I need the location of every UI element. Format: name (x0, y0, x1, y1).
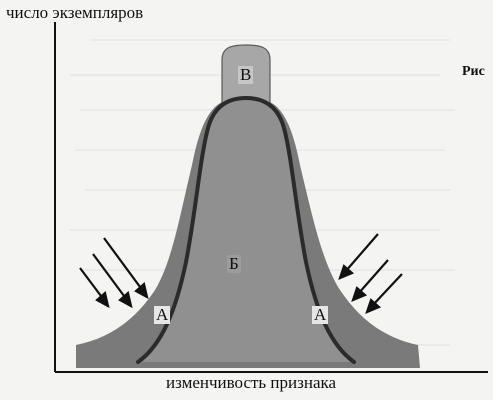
y-axis-label: число экземпляров (6, 3, 144, 22)
arrow-icon (92, 253, 128, 301)
zone-label-left-tail: А (154, 305, 171, 324)
inner-population-area (138, 98, 354, 362)
right-selection-arrows (338, 233, 403, 314)
arrow-icon (357, 259, 389, 295)
side-caption: Рис (462, 64, 485, 79)
zone-label-top: В (238, 65, 254, 84)
arrow-head-icon (365, 298, 382, 314)
arrow-icon (103, 237, 144, 292)
arrow-icon (371, 273, 403, 307)
arrow-head-icon (118, 290, 133, 309)
x-axis-label: изменчивость признака (166, 373, 337, 392)
arrow-head-icon (338, 264, 355, 280)
arrow-icon (79, 267, 105, 301)
arrow-head-icon (351, 286, 368, 302)
zone-label-center: Б (227, 254, 241, 273)
zone-label-right-tail: А (312, 305, 329, 324)
arrow-head-icon (95, 290, 110, 309)
inner-bell-curve (136, 95, 356, 364)
left-selection-arrows (79, 237, 149, 309)
arrow-icon (344, 233, 379, 273)
arrow-head-icon (134, 281, 149, 300)
